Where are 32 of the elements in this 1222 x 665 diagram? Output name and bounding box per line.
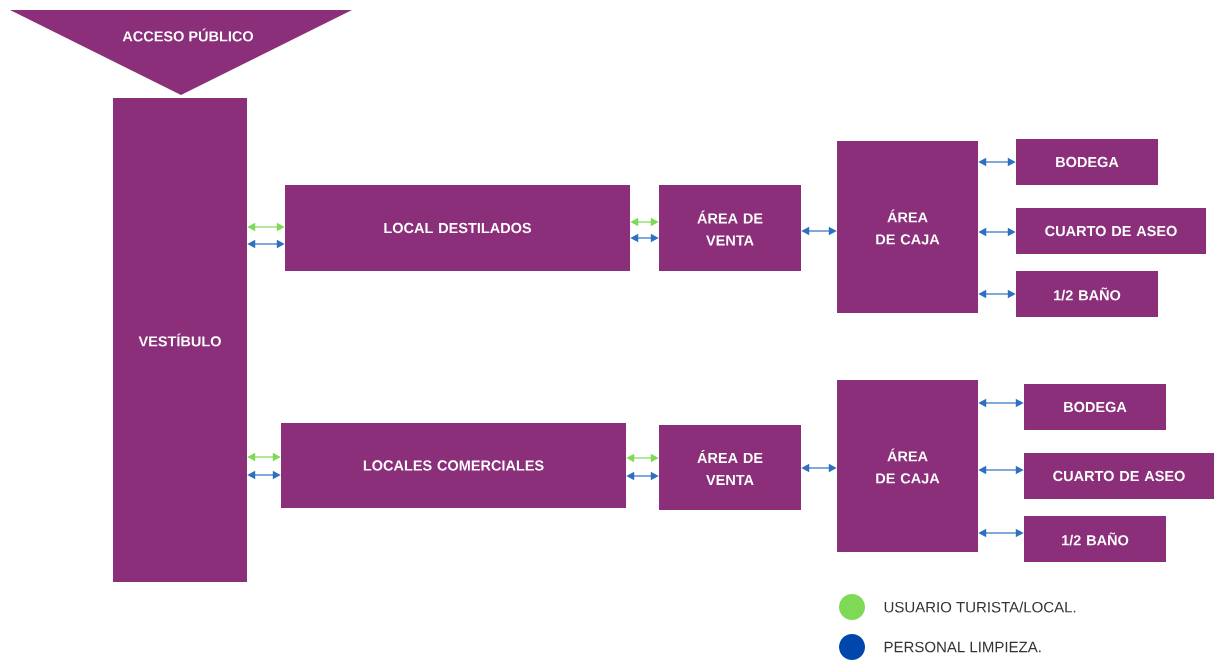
double-arrow bbox=[626, 471, 659, 481]
legend-text: USUARIO TURISTA/LOCAL. bbox=[884, 601, 1076, 613]
double-arrow bbox=[978, 398, 1024, 408]
double-arrow bbox=[801, 463, 837, 473]
double-arrow bbox=[247, 470, 281, 480]
double-arrow bbox=[247, 452, 281, 462]
double-arrow bbox=[978, 227, 1016, 237]
room-box: BODEGA bbox=[1024, 384, 1166, 430]
double-arrow bbox=[626, 453, 659, 463]
room-box: ÁREA DE CAJA bbox=[837, 380, 978, 552]
double-arrow bbox=[978, 157, 1016, 167]
room-box: BODEGA bbox=[1016, 139, 1158, 185]
legend-text: PERSONAL LIMPIEZA. bbox=[884, 641, 1041, 653]
room-box: ÁREA DE VENTA bbox=[659, 185, 801, 271]
double-arrow bbox=[801, 226, 837, 236]
double-arrow bbox=[978, 289, 1016, 299]
room-box: 1/2 BAÑO bbox=[1016, 271, 1158, 317]
entrance-triangle: ACCESO PÚBLICO bbox=[10, 10, 352, 95]
double-arrow bbox=[978, 465, 1024, 475]
double-arrow bbox=[630, 233, 659, 243]
room-box: CUARTO DE ASEO bbox=[1016, 208, 1206, 254]
room-box: ÁREA DE VENTA bbox=[659, 425, 801, 510]
room-box: VESTÍBULO bbox=[113, 98, 247, 582]
double-arrow bbox=[247, 222, 285, 232]
double-arrow bbox=[630, 217, 659, 227]
room-box: CUARTO DE ASEO bbox=[1024, 453, 1214, 499]
room-box: ÁREA DE CAJA bbox=[837, 141, 978, 313]
room-box: 1/2 BAÑO bbox=[1024, 516, 1166, 562]
double-arrow bbox=[247, 239, 285, 249]
double-arrow bbox=[978, 528, 1024, 538]
room-box: LOCAL DESTILADOS bbox=[285, 185, 630, 271]
room-box: LOCALES COMERCIALES bbox=[281, 423, 626, 508]
